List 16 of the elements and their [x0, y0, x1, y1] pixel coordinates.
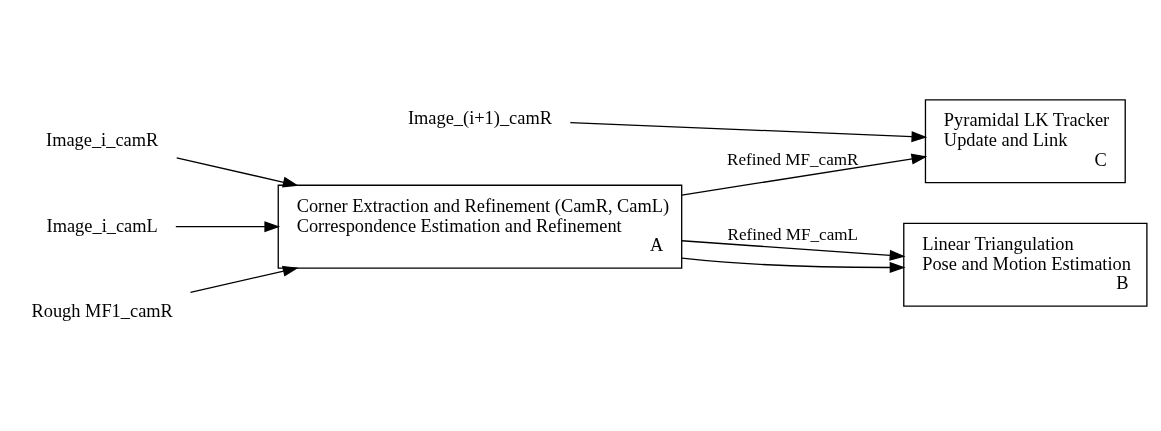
- arrow: [189, 265, 299, 293]
- node-text: Image_i_camR: [46, 130, 159, 151]
- node-box: Linear Triangulation Pose and Motion Estimation B: [903, 222, 1148, 307]
- arrow: [681, 153, 928, 196]
- node-box: Pyramidal LK Tracker Update and Link C: [924, 99, 1126, 184]
- node-box: Corner Extraction and Refinement (CamR, CamL) Correspondence Estimation and Refinement A: [277, 184, 683, 269]
- edge-label: Refined MF_camR: [727, 150, 859, 170]
- node-text: Image_(i+1)_camR: [407, 107, 552, 128]
- edge-label: Refined MF_camL: [727, 225, 858, 245]
- arrow: [681, 257, 906, 273]
- arrow: [175, 221, 281, 233]
- node-text: Rough MF1_camR: [31, 300, 173, 321]
- node-text: Image_i_camL: [46, 215, 158, 236]
- arrow: [681, 240, 906, 261]
- arrow: [569, 121, 928, 143]
- arrow: [176, 157, 299, 188]
